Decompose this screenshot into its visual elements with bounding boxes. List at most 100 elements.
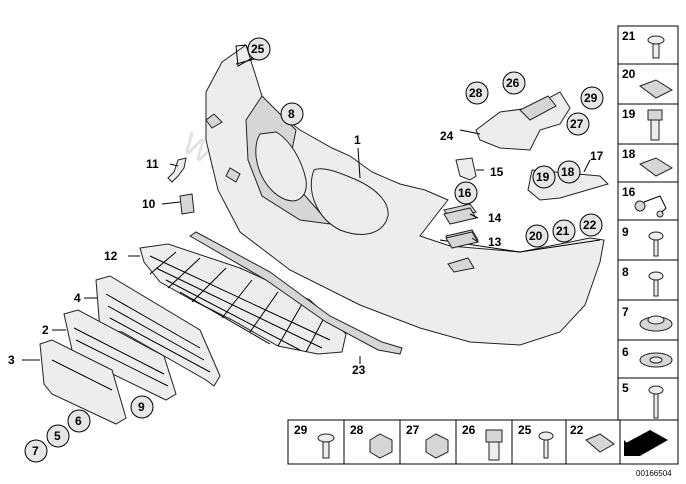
svg-text:23: 23 (352, 363, 366, 377)
side-row-label: 21 (622, 29, 636, 43)
callout-28: 28 (465, 81, 489, 105)
trim-strip (189, 231, 403, 355)
nut-icon-28 (369, 433, 393, 459)
callout-6: 6 (67, 409, 91, 433)
side-row-label: 18 (622, 147, 636, 161)
push-rivet-icon (647, 35, 665, 59)
svg-text:5: 5 (54, 429, 61, 443)
side-row-label: 16 (622, 185, 636, 199)
callout-17: 17 (590, 149, 604, 163)
clip-11 (167, 157, 187, 183)
callout-20: 20 (525, 224, 549, 248)
svg-text:19: 19 (536, 170, 550, 184)
bottom-col-label: 27 (406, 423, 420, 437)
side-parts-table: 21 20 19 18 16 9 8 7 6 5 (617, 25, 679, 423)
clip-icon-22 (585, 433, 615, 453)
side-row-label: 9 (622, 225, 629, 239)
callout-16: 16 (454, 181, 478, 205)
callout-13: 13 (488, 235, 502, 249)
svg-text:2: 2 (42, 323, 49, 337)
callout-7: 7 (24, 439, 48, 463)
arrow-icon (624, 430, 668, 456)
bottom-parts-table: 29 28 27 26 25 22 (287, 419, 679, 465)
svg-text:15: 15 (490, 165, 504, 179)
callout-15: 15 (490, 165, 504, 179)
callout-14: 14 (488, 211, 502, 225)
svg-text:29: 29 (584, 91, 598, 105)
reflector-14 (443, 207, 477, 225)
bottom-col-label: 29 (294, 423, 308, 437)
svg-text:18: 18 (561, 165, 575, 179)
screw-icon-25 (538, 431, 554, 459)
svg-text:14: 14 (488, 211, 502, 225)
callout-10: 10 (142, 197, 156, 211)
svg-text:8: 8 (288, 107, 295, 121)
svg-text:17: 17 (590, 149, 604, 163)
callout-27: 27 (566, 112, 590, 136)
bolt-icon-26 (485, 429, 503, 461)
svg-text:20: 20 (529, 229, 543, 243)
callout-19: 19 (532, 165, 556, 189)
bracket-15 (455, 157, 477, 181)
svg-text:27: 27 (570, 117, 584, 131)
spring-nut-icon (638, 157, 674, 177)
callout-2: 2 (42, 323, 49, 337)
side-row-label: 5 (622, 381, 629, 395)
svg-text:26: 26 (506, 76, 520, 90)
bumper-cover (205, 44, 605, 346)
washer-icon (639, 352, 673, 368)
callout-26: 26 (502, 71, 526, 95)
clip-nut-icon (638, 79, 674, 99)
svg-text:12: 12 (104, 249, 118, 263)
svg-text:1: 1 (354, 133, 361, 147)
side-row-label: 20 (622, 67, 636, 81)
svg-text:11: 11 (146, 157, 159, 171)
side-row-label: 6 (622, 345, 629, 359)
callout-8: 8 (280, 102, 304, 126)
callout-3: 3 (8, 353, 15, 367)
callout-18: 18 (557, 160, 581, 184)
callout-4: 4 (74, 291, 81, 305)
screw-icon-9 (648, 231, 664, 257)
callout-29: 29 (580, 86, 604, 110)
tapping-screw-icon (648, 385, 664, 419)
callout-9: 9 (130, 395, 154, 419)
svg-text:7: 7 (32, 444, 39, 458)
bottom-col-label: 28 (350, 423, 364, 437)
svg-text:22: 22 (583, 218, 597, 232)
bottom-col-label: 26 (462, 423, 476, 437)
svg-text:3: 3 (8, 353, 15, 367)
license-plate-base-3 (39, 339, 127, 425)
callout-25: 25 (247, 37, 271, 61)
callout-22: 22 (579, 213, 603, 237)
svg-text:13: 13 (488, 235, 502, 249)
cover-10 (179, 193, 195, 215)
callout-5: 5 (46, 424, 70, 448)
svg-text:10: 10 (142, 197, 156, 211)
pin-icon (317, 433, 335, 459)
svg-text:9: 9 (138, 400, 145, 414)
lower-grille (139, 243, 347, 355)
side-row-label: 8 (622, 265, 629, 279)
svg-text:24: 24 (440, 129, 454, 143)
callout-1: 1 (354, 133, 361, 147)
bottom-col-label: 22 (570, 423, 584, 437)
side-row-label: 7 (622, 305, 629, 319)
svg-text:21: 21 (556, 224, 570, 238)
callout-23: 23 (352, 363, 366, 377)
svg-text:4: 4 (74, 291, 81, 305)
callout-12: 12 (104, 249, 118, 263)
side-row-label: 19 (622, 107, 636, 121)
bottom-col-label: 25 (518, 423, 532, 437)
callout-24: 24 (440, 129, 454, 143)
callout-11: 11 (146, 157, 159, 171)
svg-text:25: 25 (251, 42, 265, 56)
hex-bolt-icon (647, 109, 663, 141)
nut-icon-27 (425, 433, 449, 459)
leader-lines (22, 57, 591, 364)
intake-duct (475, 91, 571, 151)
svg-text:16: 16 (458, 186, 472, 200)
screw-icon-8 (648, 271, 664, 297)
callout-21: 21 (552, 219, 576, 243)
